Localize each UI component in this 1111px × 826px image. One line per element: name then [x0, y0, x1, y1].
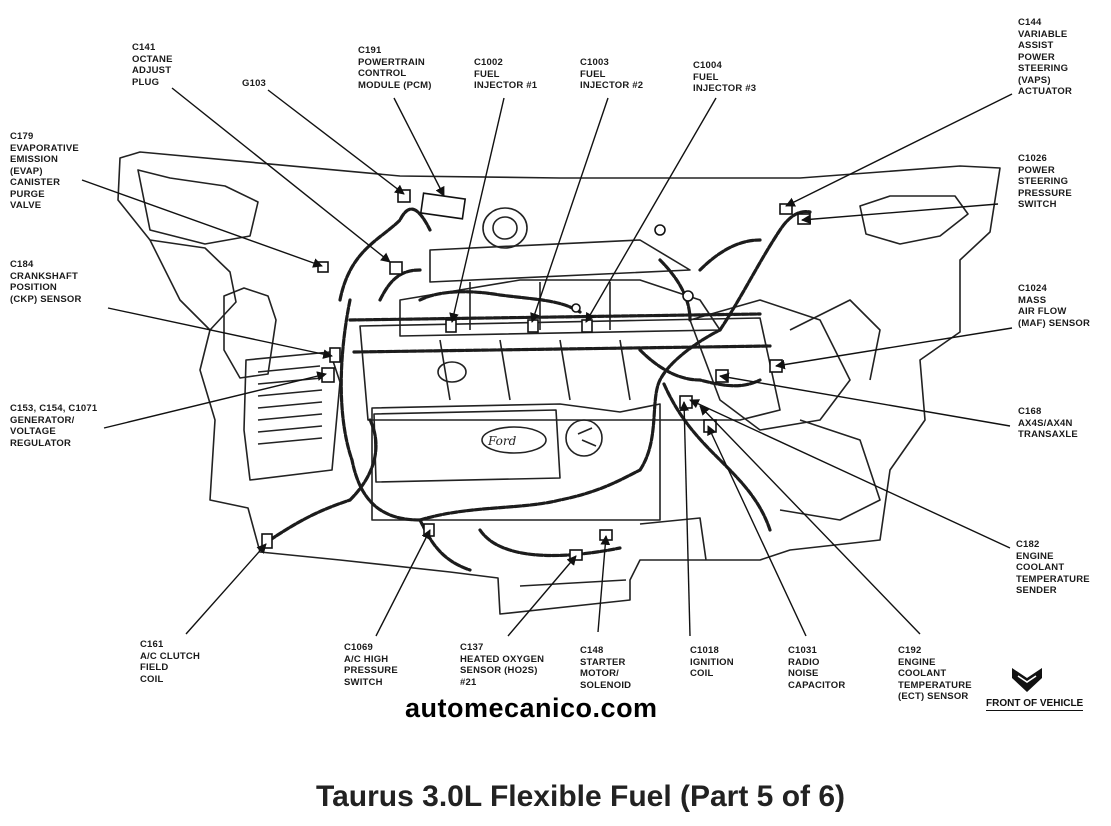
label-g103: G103	[242, 78, 267, 89]
label-c1002: C1002 FUEL INJECTOR #1	[474, 57, 538, 91]
engine-compartment	[117, 151, 1001, 615]
label-c1004: C1004 FUEL INJECTOR #3	[693, 60, 757, 94]
label-c144: C144 VARIABLE ASSIST POWER STEERING (VAP…	[1018, 17, 1073, 97]
watermark: automecanico.com	[405, 693, 658, 723]
front-of-vehicle-arrow-icon	[1012, 668, 1042, 692]
label-c184: C184 CRANKSHAFT POSITION (CKP) SENSOR	[10, 259, 82, 305]
label-c137: C137 HEATED OXYGEN SENSOR (HO2S) #21	[460, 642, 545, 688]
label-c141: C141 OCTANE ADJUST PLUG	[132, 42, 173, 88]
label-c148: C148 STARTER MOTOR/ SOLENOID	[580, 645, 632, 691]
label-c161: C161 A/C CLUTCH FIELD COIL	[140, 639, 201, 685]
label-c182: C182 ENGINE COOLANT TEMPERATURE SENDER	[1016, 539, 1090, 596]
front-of-vehicle-label: FRONT OF VEHICLE	[986, 698, 1084, 711]
engine-badge: Ford	[488, 434, 517, 448]
label-c192: C192 ENGINE COOLANT TEMPERATURE (ECT) SE…	[898, 645, 972, 702]
label-c1026: C1026 POWER STEERING PRESSURE SWITCH	[1018, 153, 1072, 210]
label-c1003: C1003 FUEL INJECTOR #2	[580, 57, 644, 91]
label-c1069: C1069 A/C HIGH PRESSURE SWITCH	[344, 642, 398, 688]
label-c179: C179 EVAPORATIVE EMISSION (EVAP) CANISTE…	[10, 131, 79, 211]
label-c1018: C1018 IGNITION COIL	[690, 645, 734, 679]
diagram-title: Taurus 3.0L Flexible Fuel (Part 5 of 6)	[316, 780, 846, 813]
label-c168: C168 AX4S/AX4N TRANSAXLE	[1018, 406, 1078, 440]
leader-lines	[81, 87, 1013, 637]
label-c1024: C1024 MASS AIR FLOW (MAF) SENSOR	[1018, 283, 1091, 329]
label-c191: C191 POWERTRAIN CONTROL MODULE (PCM)	[358, 45, 432, 91]
label-c153-c154-c1071: C153, C154, C1071 GENERATOR/ VOLTAGE REG…	[10, 403, 98, 449]
label-c1031: C1031 RADIO NOISE CAPACITOR	[788, 645, 846, 691]
wiring-harness	[268, 207, 812, 572]
